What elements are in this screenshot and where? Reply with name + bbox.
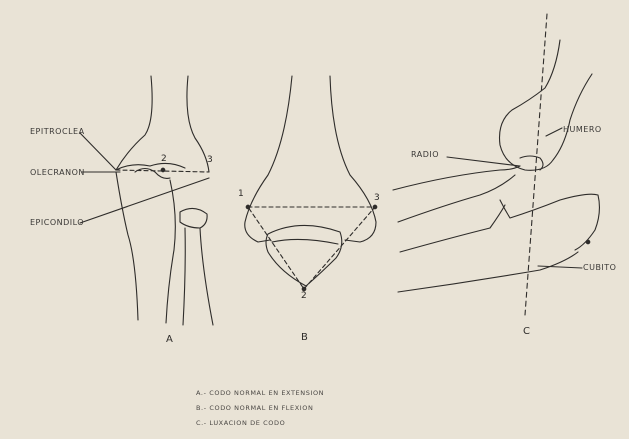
label-cubito: CUBITO bbox=[583, 263, 616, 272]
humerus-left-edge bbox=[245, 76, 292, 242]
legend-item-c: C.- LUXACION DE CODO bbox=[196, 416, 324, 431]
panel-b-drawing bbox=[245, 76, 377, 291]
ulna-medial bbox=[116, 172, 138, 320]
olecranon-b bbox=[266, 225, 342, 286]
humerus-c-trochlea bbox=[520, 156, 543, 170]
ulna-c-upper bbox=[500, 194, 599, 250]
figure-legend: A.- CODO NORMAL EN EXTENSION B.- CODO NO… bbox=[196, 386, 324, 431]
panel-label-c: C bbox=[523, 326, 530, 337]
humerus-shaft-lateral bbox=[187, 76, 209, 172]
leader-epicondilo bbox=[80, 178, 209, 223]
label-epitroclea: EPITROCLEA bbox=[30, 127, 85, 136]
point-label-b3: 3 bbox=[374, 193, 380, 203]
ulna-c-shaft bbox=[400, 205, 505, 252]
panel-label-a: A bbox=[166, 334, 173, 345]
humerus-right-edge bbox=[330, 76, 376, 242]
ulna-lateral bbox=[166, 180, 175, 323]
radius-head bbox=[180, 208, 207, 228]
label-epicondilo: EPICONDILO bbox=[30, 218, 84, 227]
panel-label-b: B bbox=[301, 332, 308, 343]
panel-a-drawing bbox=[80, 76, 213, 325]
point-label-a3: 3 bbox=[207, 155, 213, 165]
leader-humero bbox=[546, 128, 562, 136]
label-humero: HUMERO bbox=[563, 125, 602, 134]
radius-c-lower bbox=[398, 175, 515, 222]
point-label-a2: 2 bbox=[161, 154, 167, 164]
humerus-c-outline bbox=[500, 40, 593, 170]
point-marker-b3 bbox=[373, 205, 377, 209]
radius-c-upper bbox=[393, 166, 520, 190]
panel-c-drawing bbox=[393, 14, 599, 315]
point-marker-b1 bbox=[246, 205, 250, 209]
humerus-shaft-medial bbox=[116, 76, 152, 170]
legend-item-b: B.- CODO NORMAL EN FLEXION bbox=[196, 401, 324, 416]
leader-epitroclea bbox=[80, 133, 116, 170]
label-olecranon: OLECRANON bbox=[30, 168, 85, 177]
axis-line-c bbox=[525, 14, 547, 315]
radius-shaft bbox=[183, 228, 213, 325]
olecranon-inner bbox=[272, 239, 338, 244]
point-label-b2: 2 bbox=[301, 291, 307, 301]
leader-cubito bbox=[538, 266, 582, 268]
forearm-lower bbox=[398, 252, 578, 292]
label-radio: RADIO bbox=[411, 150, 439, 159]
point-marker-c bbox=[586, 240, 590, 244]
point-label-b1: 1 bbox=[238, 189, 244, 199]
point-marker-a2 bbox=[161, 168, 165, 172]
legend-item-a: A.- CODO NORMAL EN EXTENSION bbox=[196, 386, 324, 401]
